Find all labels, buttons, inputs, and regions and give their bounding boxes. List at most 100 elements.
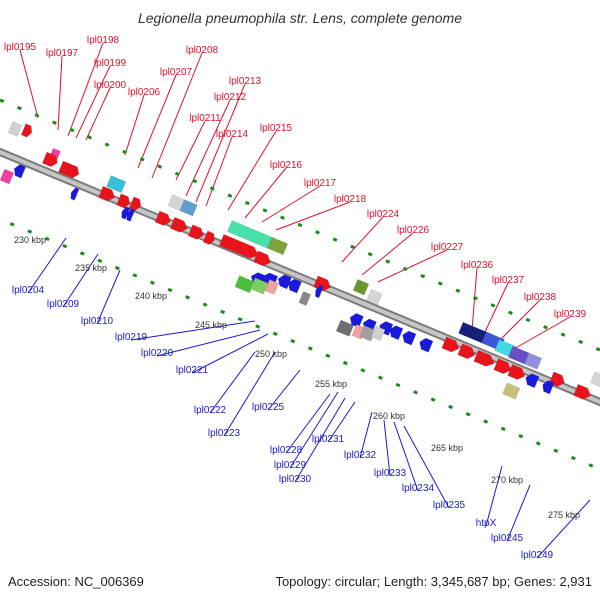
reverse-gene [389, 325, 404, 341]
upper-tick-mark [315, 230, 320, 235]
lower-tick-mark [448, 404, 454, 410]
lower-tick-mark [150, 280, 155, 285]
lower-tick-mark [97, 258, 103, 263]
upper-tick-mark [595, 347, 600, 352]
reverse-gene-label-connector [27, 237, 67, 294]
reverse-gene-labels: lpl0204lpl0209lpl0210lpl0219lpl0220lpl02… [12, 285, 554, 561]
lower-tick-mark [27, 229, 33, 234]
reverse-gene [315, 285, 324, 299]
forward-gene [187, 224, 204, 240]
forward-gene-label: lpl0207 [160, 67, 193, 78]
upper-tick-mark [297, 222, 303, 228]
gene-box [352, 279, 370, 296]
forward-gene-label-connector [495, 299, 541, 345]
reverse-gene-label-connector [359, 411, 373, 459]
gene-box [298, 291, 312, 306]
reverse-gene [13, 164, 27, 179]
accession-text: Accession: NC_006369 [8, 574, 144, 589]
genome-summary-text: Topology: circular; Length: 3,345,687 bp… [275, 574, 592, 589]
upper-tick-mark [525, 317, 531, 323]
reverse-gene-label-connector [383, 419, 391, 477]
reverse-gene-label: lpl0231 [312, 434, 345, 445]
lower-tick-mark [342, 360, 348, 366]
lower-tick-mark [465, 412, 471, 417]
forward-gene-label-connector [19, 49, 39, 119]
forward-gene-label-connector [85, 87, 111, 141]
forward-gene-label-connector [175, 120, 206, 181]
lower-tick-mark [535, 441, 541, 446]
lower-tick-mark [553, 448, 559, 453]
gene-box [227, 220, 275, 250]
forward-gene-label-connector [67, 42, 104, 137]
forward-gene-label: lpl0214 [216, 129, 249, 140]
reverse-gene-label: lpl0223 [208, 428, 241, 439]
lower-tick-mark [570, 455, 576, 461]
gene-box [335, 319, 355, 337]
forward-gene-label: lpl0226 [397, 225, 430, 236]
reverse-gene [287, 278, 302, 294]
upper-tick-mark [350, 244, 356, 250]
forward-gene-label: lpl0200 [94, 80, 127, 91]
lower-tick-mark [500, 426, 506, 432]
reverse-gene-label: lpl0204 [12, 285, 45, 296]
lower-tick-mark [185, 295, 190, 300]
gene-box [7, 121, 23, 137]
kbp-marker-label: 265 kbp [431, 443, 463, 453]
forward-gene-label: lpl0239 [554, 309, 587, 320]
forward-gene-label: lpl0211 [189, 113, 221, 124]
lower-tick-mark [44, 236, 50, 242]
lower-tick-mark [430, 397, 436, 402]
reverse-gene-label: lpl0210 [81, 316, 114, 327]
lower-tick-mark [114, 265, 120, 271]
reverse-gene [121, 206, 131, 220]
reverse-gene [349, 313, 364, 328]
reverse-gene-label-connector [156, 329, 261, 357]
reverse-gene-label: lpl0245 [491, 533, 524, 544]
forward-gene-label-connector [361, 232, 414, 276]
reverse-gene-label: lpl0235 [433, 500, 466, 511]
upper-tick-mark [332, 237, 338, 242]
reverse-gene-label: lpl0234 [402, 483, 435, 494]
gene-box [179, 199, 198, 217]
upper-tick-mark [472, 295, 478, 301]
reverse-gene-label-connector [536, 499, 591, 559]
forward-gene-label-connector [511, 316, 571, 351]
reverse-gene [525, 373, 540, 389]
forward-gene [41, 151, 58, 167]
upper-tick-mark [437, 281, 443, 286]
upper-tick-mark [385, 259, 391, 264]
gene-box [264, 279, 280, 295]
reverse-gene-label: lpl0225 [252, 402, 285, 413]
kbp-marker-label: 235 kbp [75, 263, 107, 273]
forward-gene-label-connector [244, 167, 287, 219]
lower-tick-mark [518, 433, 524, 439]
upper-tick-mark [139, 157, 145, 162]
gene-box [366, 288, 383, 306]
gene-box [0, 168, 15, 185]
reverse-gene-label-connector [209, 351, 256, 414]
forward-gene-label: lpl0195 [4, 42, 37, 53]
gene-box [523, 352, 543, 370]
lower-tick-mark [395, 382, 401, 388]
forward-gene-label: lpl0197 [46, 48, 79, 59]
reverse-gene-label-connector [62, 253, 99, 308]
forward-gene-label-connector [151, 52, 203, 179]
forward-gene-label: lpl0213 [229, 76, 262, 87]
forward-gene-label: lpl0217 [304, 178, 337, 189]
forward-gene-label: lpl0236 [461, 260, 494, 271]
gene-box [502, 382, 521, 400]
upper-tick-mark [0, 98, 5, 103]
reverse-gene-label-connector [485, 465, 503, 527]
forward-gene-labels: lpl0195lpl0197lpl0198lpl0199lpl0200lpl02… [4, 35, 587, 320]
reverse-gene-label: lpl0249 [521, 550, 554, 561]
upper-tick-mark [578, 339, 584, 345]
forward-gene-label-connector [483, 282, 509, 335]
upper-tick-mark [420, 273, 426, 279]
lower-tick-mark [413, 390, 418, 395]
reverse-gene-label-connector [294, 397, 346, 483]
reverse-gene-label-connector [327, 401, 356, 443]
kbp-marker-label: 230 kbp [14, 235, 46, 245]
lower-tick-mark [255, 324, 261, 329]
gene-features [0, 121, 600, 400]
